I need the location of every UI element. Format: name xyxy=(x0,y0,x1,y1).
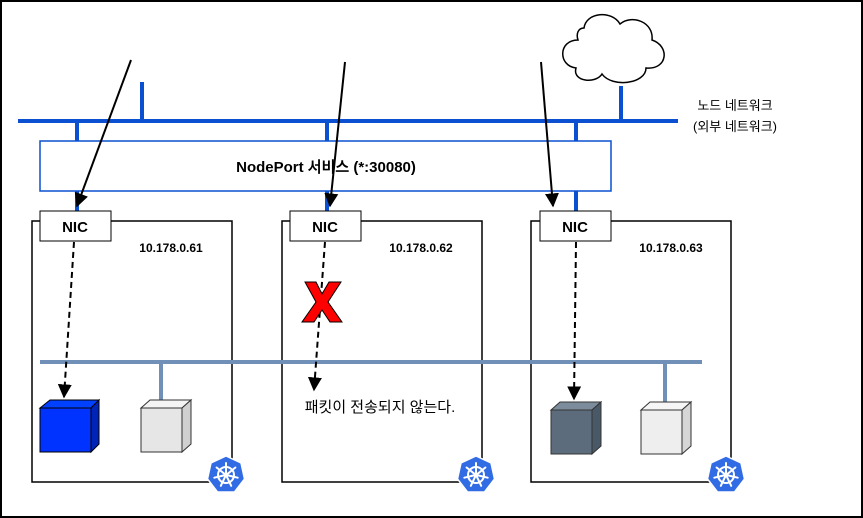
nic-box-1 xyxy=(39,210,112,242)
blocked-note: 패킷이 전송되지 않는다. xyxy=(305,399,456,416)
network-label-line2: (외부 네트워크) xyxy=(693,119,777,134)
node-ip-2: 10.178.0.62 xyxy=(389,241,453,255)
blocked-x-icon xyxy=(301,281,343,323)
pod-3-active xyxy=(549,400,603,456)
pod-1-idle xyxy=(139,398,193,454)
forward-arrow-3 xyxy=(567,241,582,401)
node-ip-1: 10.178.0.61 xyxy=(139,241,203,255)
pod-3-idle xyxy=(639,400,693,456)
node-ip-3: 10.178.0.63 xyxy=(639,241,703,255)
incoming-arrow-3 xyxy=(540,61,559,208)
network-label-line1: 노드 네트워크 xyxy=(697,98,772,113)
nic-label-2: NIC xyxy=(312,219,338,236)
nic-label-3: NIC xyxy=(562,219,588,236)
incoming-arrow-2 xyxy=(324,61,346,208)
node-box-2 xyxy=(281,220,483,483)
nic-box-3 xyxy=(539,210,612,242)
kubernetes-logo-icon-2 xyxy=(456,455,496,493)
nic-box-2 xyxy=(289,210,362,242)
kubernetes-logo-icon-1 xyxy=(206,455,246,493)
kubernetes-logo-icon-3 xyxy=(706,455,746,493)
incoming-arrow-1 xyxy=(74,59,132,208)
pod-1-active xyxy=(38,398,101,454)
nodeport-service-box xyxy=(39,140,612,192)
nic-label-1: NIC xyxy=(62,219,88,236)
forward-arrow-2 xyxy=(307,241,326,392)
nodeport-service-label: NodePort 서비스 (*:30080) xyxy=(236,159,416,176)
cloud-icon xyxy=(562,14,665,84)
forward-arrow-1 xyxy=(57,241,75,399)
